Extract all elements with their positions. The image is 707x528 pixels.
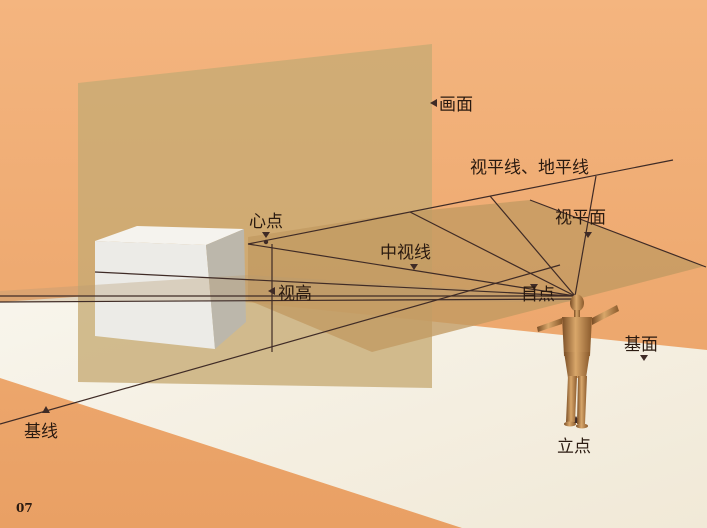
ground-line — [0, 264, 561, 425]
horizon-band — [0, 275, 580, 302]
station-point-label: 立点 — [557, 437, 591, 457]
standing-figure — [537, 294, 619, 429]
center-line — [247, 243, 576, 297]
picture-plane-label: 画面 — [439, 95, 473, 115]
eye-height-label: 视高 — [278, 284, 312, 304]
horizon-line-label: 视平线、地平线 — [470, 158, 589, 178]
center-point-dot — [263, 239, 269, 245]
center-line-label: 中视线 — [380, 243, 431, 263]
ground-plane-label: 基面 — [624, 335, 658, 355]
visual-plane — [248, 200, 705, 352]
cube — [95, 226, 246, 349]
visual-plane-label: 视平面 — [555, 208, 606, 228]
construction-lines — [0, 159, 707, 425]
center-point-label: 心点 — [249, 212, 283, 232]
horizon-line — [247, 159, 674, 245]
eye-point-label: 目点 — [521, 285, 555, 305]
ground-line-label: 基线 — [24, 422, 58, 442]
page-number: 07 — [16, 501, 33, 515]
